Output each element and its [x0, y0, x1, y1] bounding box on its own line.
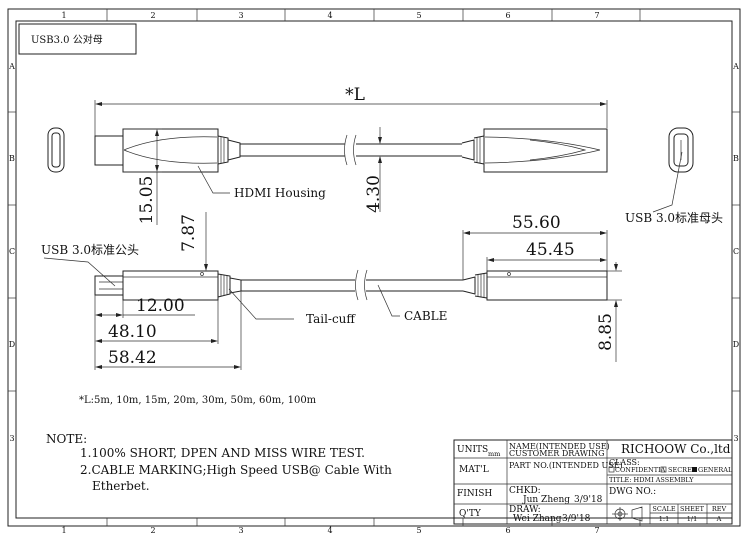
tb-class-secret: SECRET [668, 466, 697, 474]
tb-draw-date: 3/9'18 [562, 514, 591, 524]
col-label-bottom-7: 7 [594, 526, 599, 535]
tb-chkd: CHKD: [509, 486, 541, 496]
col-label-top-6: 6 [505, 11, 510, 20]
tb-scale-header: SCALE [652, 505, 675, 513]
dim-5842: 58.42 [108, 348, 157, 368]
row-label-right-b: B [733, 154, 739, 163]
note-item-3: Etherbet. [92, 479, 150, 493]
tb-dwg-no: DWG NO.: [609, 487, 656, 497]
row-label-left-d: D [9, 340, 15, 349]
male-end-view-icon [47, 127, 65, 173]
note-item-1: 1.100% SHORT, DPEN AND MISS WIRE TEST. [80, 446, 365, 460]
note-item-2: 2.CABLE MARKING;High Speed USB@ Cable Wi… [80, 463, 392, 477]
title-block: UNITS mm NAME(INTENDED USE) CUSTOMER DRA… [453, 439, 733, 525]
male-end-label: USB 3.0标准公头 [41, 243, 139, 257]
female-housing-top [483, 128, 608, 173]
row-label-right-a: A [732, 62, 739, 71]
male-housing-side [122, 270, 219, 301]
row-markers: A B C D 3 A B C D 3 [8, 62, 740, 443]
col-label-bottom-2: 2 [150, 526, 155, 535]
row-label-left-a: A [8, 62, 15, 71]
col-label-bottom-6: 6 [505, 526, 510, 535]
row-label-left-b: B [9, 154, 15, 163]
tb-draw: DRAW: [509, 505, 541, 515]
dim-885: 8.85 [596, 313, 616, 351]
lengths-note: *L:5m, 10m, 15m, 20m, 30m, 50m, 60m, 100… [79, 395, 317, 406]
tb-units: UNITS [457, 445, 488, 455]
projection-symbol-icon [612, 506, 643, 522]
length-label: *L [345, 85, 365, 105]
cable-label: CABLE [404, 309, 447, 323]
tb-matl: MAT'L [459, 465, 489, 475]
tb-scale-value: 1:1 [659, 515, 669, 523]
col-label-bottom-3: 3 [238, 526, 243, 535]
col-label-top-4: 4 [327, 11, 332, 20]
male-plug-side [94, 275, 124, 296]
tb-title: TITLE: HDMI ASSEMBLY [609, 476, 694, 484]
notes-block: NOTE: 1.100% SHORT, DPEN AND MISS WIRE T… [46, 432, 392, 493]
dim-787: 7.87 [179, 214, 199, 252]
tb-class-confidential: CONFIDENTIA [615, 466, 666, 474]
tb-units-sub: mm [488, 450, 500, 458]
dim-cable-diameter: 4.30 [364, 175, 384, 213]
female-end-view-icon [668, 127, 694, 173]
top-view: *L 4.30 [47, 85, 723, 225]
tb-qty: Q'TY [459, 509, 482, 519]
row-label-right-c: C [733, 247, 739, 256]
female-housing-side [486, 270, 608, 301]
tb-sheet-value: 1/1 [687, 515, 697, 523]
col-label-top-1: 1 [61, 11, 66, 20]
tb-class-label: CLASS: [609, 458, 640, 467]
tb-part-no: PART NO.(INTENDED USE) [509, 461, 623, 470]
header-box: USB3.0 公对母 [18, 23, 137, 55]
col-label-top-2: 2 [150, 11, 155, 20]
col-label-top-3: 3 [238, 11, 243, 20]
tb-class-general: GENERAL [698, 466, 733, 474]
hdmi-housing-label: HDMI Housing [234, 186, 326, 200]
female-end-label: USB 3.0标准母头 [625, 211, 723, 225]
tb-chkd-name: Jun Zheng [522, 495, 570, 505]
notes-title: NOTE: [46, 432, 87, 446]
dim-4810: 48.10 [108, 322, 157, 342]
tb-rev-header: REV [712, 505, 727, 513]
side-view: USB 3.0标准公头 7.87 [41, 212, 622, 370]
male-housing-top [122, 128, 219, 173]
dim-5560: 55.60 [512, 213, 561, 233]
tb-draw-name: Wei Zhang [513, 514, 562, 524]
column-markers: 1 2 3 4 5 6 7 1 2 3 4 5 6 7 [61, 9, 641, 535]
row-label-left-c: C [9, 247, 15, 256]
dim-1200: 12.00 [136, 296, 185, 316]
tb-name-line2: CUSTOMER DRAWING [509, 449, 605, 458]
row-label-left-3: 3 [9, 434, 14, 443]
row-label-right-3: 3 [733, 434, 738, 443]
tb-chkd-date: 3/9'18 [574, 495, 603, 505]
tb-finish: FINISH [457, 489, 492, 499]
tb-rev-value: A [716, 515, 722, 523]
dim-housing-width: 15.05 [137, 176, 157, 225]
dim-4545: 45.45 [526, 240, 575, 260]
col-label-bottom-4: 4 [327, 526, 332, 535]
header-title: USB3.0 公对母 [31, 33, 103, 46]
tail-cuff-label: Tail-cuff [306, 312, 356, 326]
col-label-top-5: 5 [416, 11, 421, 20]
tb-name-line1: NAME(INTENDED USE) [509, 442, 610, 451]
col-label-bottom-1: 1 [61, 526, 66, 535]
tb-company: RICHOOW Co.,ltd [621, 442, 731, 456]
col-label-top-7: 7 [594, 11, 599, 20]
male-plug-top [94, 135, 124, 166]
row-label-right-d: D [733, 340, 739, 349]
col-label-bottom-5: 5 [416, 526, 421, 535]
tb-sheet-header: SHEET [680, 505, 705, 513]
